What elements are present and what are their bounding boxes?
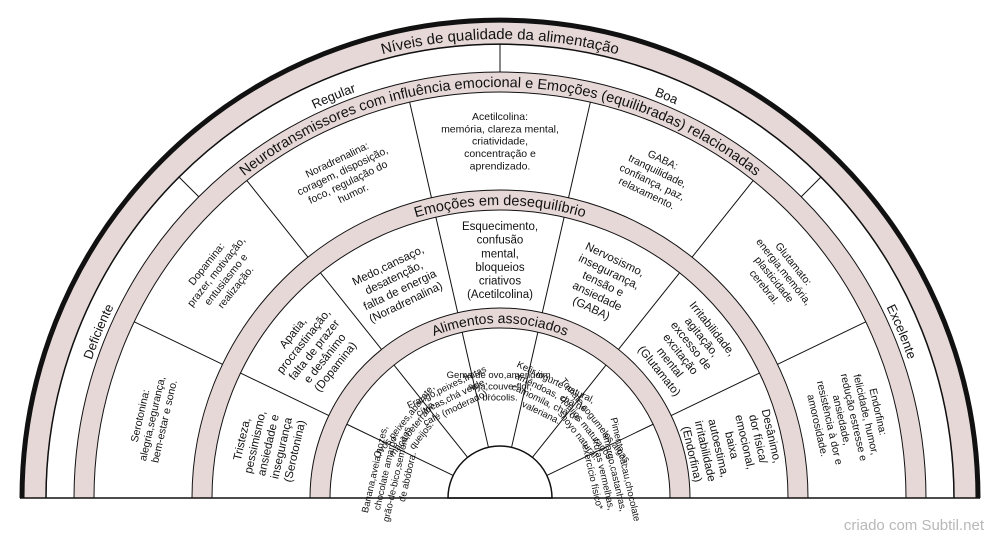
sector-divider xyxy=(346,423,454,476)
sector-divider xyxy=(240,372,330,417)
sector-divider xyxy=(320,272,382,350)
text-line: aprendizado. xyxy=(470,160,531,172)
sector-divider xyxy=(393,364,468,458)
outer-rim xyxy=(19,17,981,499)
sector-divider xyxy=(546,423,654,476)
sector-divider xyxy=(541,217,565,313)
sector-divider xyxy=(568,102,591,198)
sector-divider xyxy=(511,332,539,448)
sector-divider xyxy=(409,102,432,198)
neurotransmitter-text: Acetilcolina:memória, clareza mental,cri… xyxy=(441,111,559,173)
text-line: confusão xyxy=(477,235,524,247)
text-line: Acetilcolina: xyxy=(472,111,528,123)
text-line: Esquecimento, xyxy=(462,221,538,233)
sector-divider xyxy=(435,217,459,313)
text-line: brócolis. xyxy=(482,393,517,404)
sector-divider xyxy=(691,180,754,258)
text-line: soja,couve-flor, xyxy=(468,381,532,392)
level-divider xyxy=(178,176,200,198)
text-line: criatividade, xyxy=(472,136,528,148)
sector-divider xyxy=(618,272,680,350)
sector-divider xyxy=(670,372,760,417)
sector-divider xyxy=(532,364,607,458)
sector-divider xyxy=(133,321,223,365)
sector-divider xyxy=(461,332,489,448)
ring-bands xyxy=(19,17,981,499)
level-divider xyxy=(800,176,822,198)
text-line: Gema de ovo,amendoim, xyxy=(447,370,554,381)
sector-divider xyxy=(777,321,867,365)
text-line: mental, xyxy=(481,248,519,260)
text-line: (Acetilcolina) xyxy=(467,289,533,301)
food-text: Gema de ovo,amendoim,soja,couve-flor,bró… xyxy=(447,370,554,403)
wheel-background xyxy=(22,20,978,498)
center-hub xyxy=(447,445,553,499)
unbalanced-emotion-text: Desânimo,dor física/emocional,baixaautoe… xyxy=(679,408,783,483)
text-line: memória, clareza mental, xyxy=(441,123,559,135)
sector-divider xyxy=(246,180,309,258)
credit-watermark: criado com Subtil.net xyxy=(843,517,984,534)
text-line: bloqueios xyxy=(475,262,524,274)
text-line: concentração e xyxy=(464,148,536,160)
text-line: criativos xyxy=(479,275,521,287)
sector-dividers xyxy=(20,44,980,499)
